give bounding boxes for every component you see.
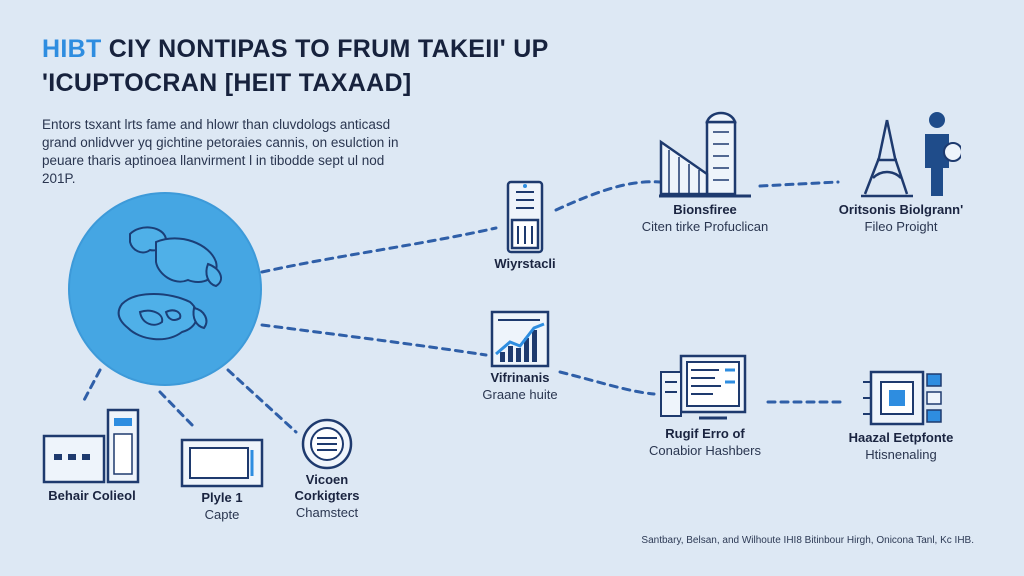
connector-hub-vicoen xyxy=(226,368,298,434)
server-tower-icon xyxy=(506,180,544,254)
connector-wiyrstacli-bionsfiree xyxy=(554,180,662,212)
node-vifrinanis: Vifrinanis Graane huite xyxy=(460,308,580,403)
node-behair-label: Behair Colieol xyxy=(48,488,136,503)
world-map-globe-icon xyxy=(117,226,223,341)
intro-paragraph: Entors tsxant lrts fame and hlowr than c… xyxy=(42,117,399,186)
node-vicoen-label: Vicoen Corkigters xyxy=(294,472,360,503)
node-vicoen: Vicoen Corkigters Chamstect xyxy=(272,416,382,521)
connector-hub-wiyrstacli xyxy=(260,226,498,274)
coin-chip-icon xyxy=(301,418,353,470)
node-haazal-label: Haazal Eetpfonte xyxy=(848,430,954,445)
node-plyle-sublabel: Capte xyxy=(204,507,240,522)
computer-hardware-icon xyxy=(42,408,140,484)
node-oritsonis-sublabel: Fileo Proight xyxy=(864,219,938,234)
page-title: HIBT CIY NONTIPAS TO FRUM TAKEII' UP 'IC… xyxy=(42,32,549,100)
connector-bionsfiree-oritsonis xyxy=(758,180,840,188)
node-rugif-label: Rugif Erro of xyxy=(665,426,745,441)
node-bionsfiree-label: Bionsfiree xyxy=(673,202,737,217)
node-haazal-sublabel: Htisnenaling xyxy=(865,447,937,462)
laptop-device-icon xyxy=(180,438,264,488)
node-haazal: Haazal Eetpfonte Htisnenaling xyxy=(826,366,976,463)
footer-credits: Santbary, Belsan, and Wilhoute IHI8 Biti… xyxy=(641,535,974,546)
node-bionsfiree: Bionsfiree Citen tirke Profuclican xyxy=(630,102,780,235)
connector-vifrinanis-rugif xyxy=(558,370,656,396)
node-plyle: Plyle 1 Capte xyxy=(168,436,276,523)
node-vifrinanis-label: Vifrinanis xyxy=(490,370,550,385)
node-behair: Behair Colieol xyxy=(36,404,148,504)
title-line-2: 'ICUPTOCRAN [HEIT TAXAAD] xyxy=(42,69,412,97)
node-plyle-label: Plyle 1 xyxy=(201,490,243,505)
title-line-1: CIY NONTIPAS TO FRUM TAKEII' UP xyxy=(108,35,549,63)
node-wiyrstacli-label: Wiyrstacli xyxy=(494,256,556,271)
connector-hub-behair xyxy=(80,368,102,406)
data-monitor-icon xyxy=(660,354,747,420)
node-vicoen-sublabel: Chamstect xyxy=(295,505,359,520)
node-rugif-sublabel: Conabior Hashbers xyxy=(648,443,761,458)
eiffel-tower-person-icon xyxy=(861,112,961,198)
node-vifrinanis-sublabel: Graane huite xyxy=(482,387,558,402)
connector-hub-vifrinanis xyxy=(260,323,488,357)
connector-hub-plyle xyxy=(158,390,197,430)
node-rugif: Rugif Erro of Conabior Hashbers xyxy=(630,352,780,459)
node-wiyrstacli: Wiyrstacli xyxy=(470,176,580,272)
growth-chart-icon xyxy=(490,310,550,368)
node-oritsonis: Oritsonis Biolgrann' Fileo Proight xyxy=(826,108,976,235)
circuit-chip-icon xyxy=(863,370,942,426)
node-bionsfiree-sublabel: Citen tirke Profuclican xyxy=(641,219,769,234)
node-oritsonis-label: Oritsonis Biolgrann' xyxy=(838,202,964,217)
central-hub xyxy=(70,194,260,384)
title-accent: HIBT xyxy=(42,35,102,63)
bridge-building-icon xyxy=(659,111,751,198)
